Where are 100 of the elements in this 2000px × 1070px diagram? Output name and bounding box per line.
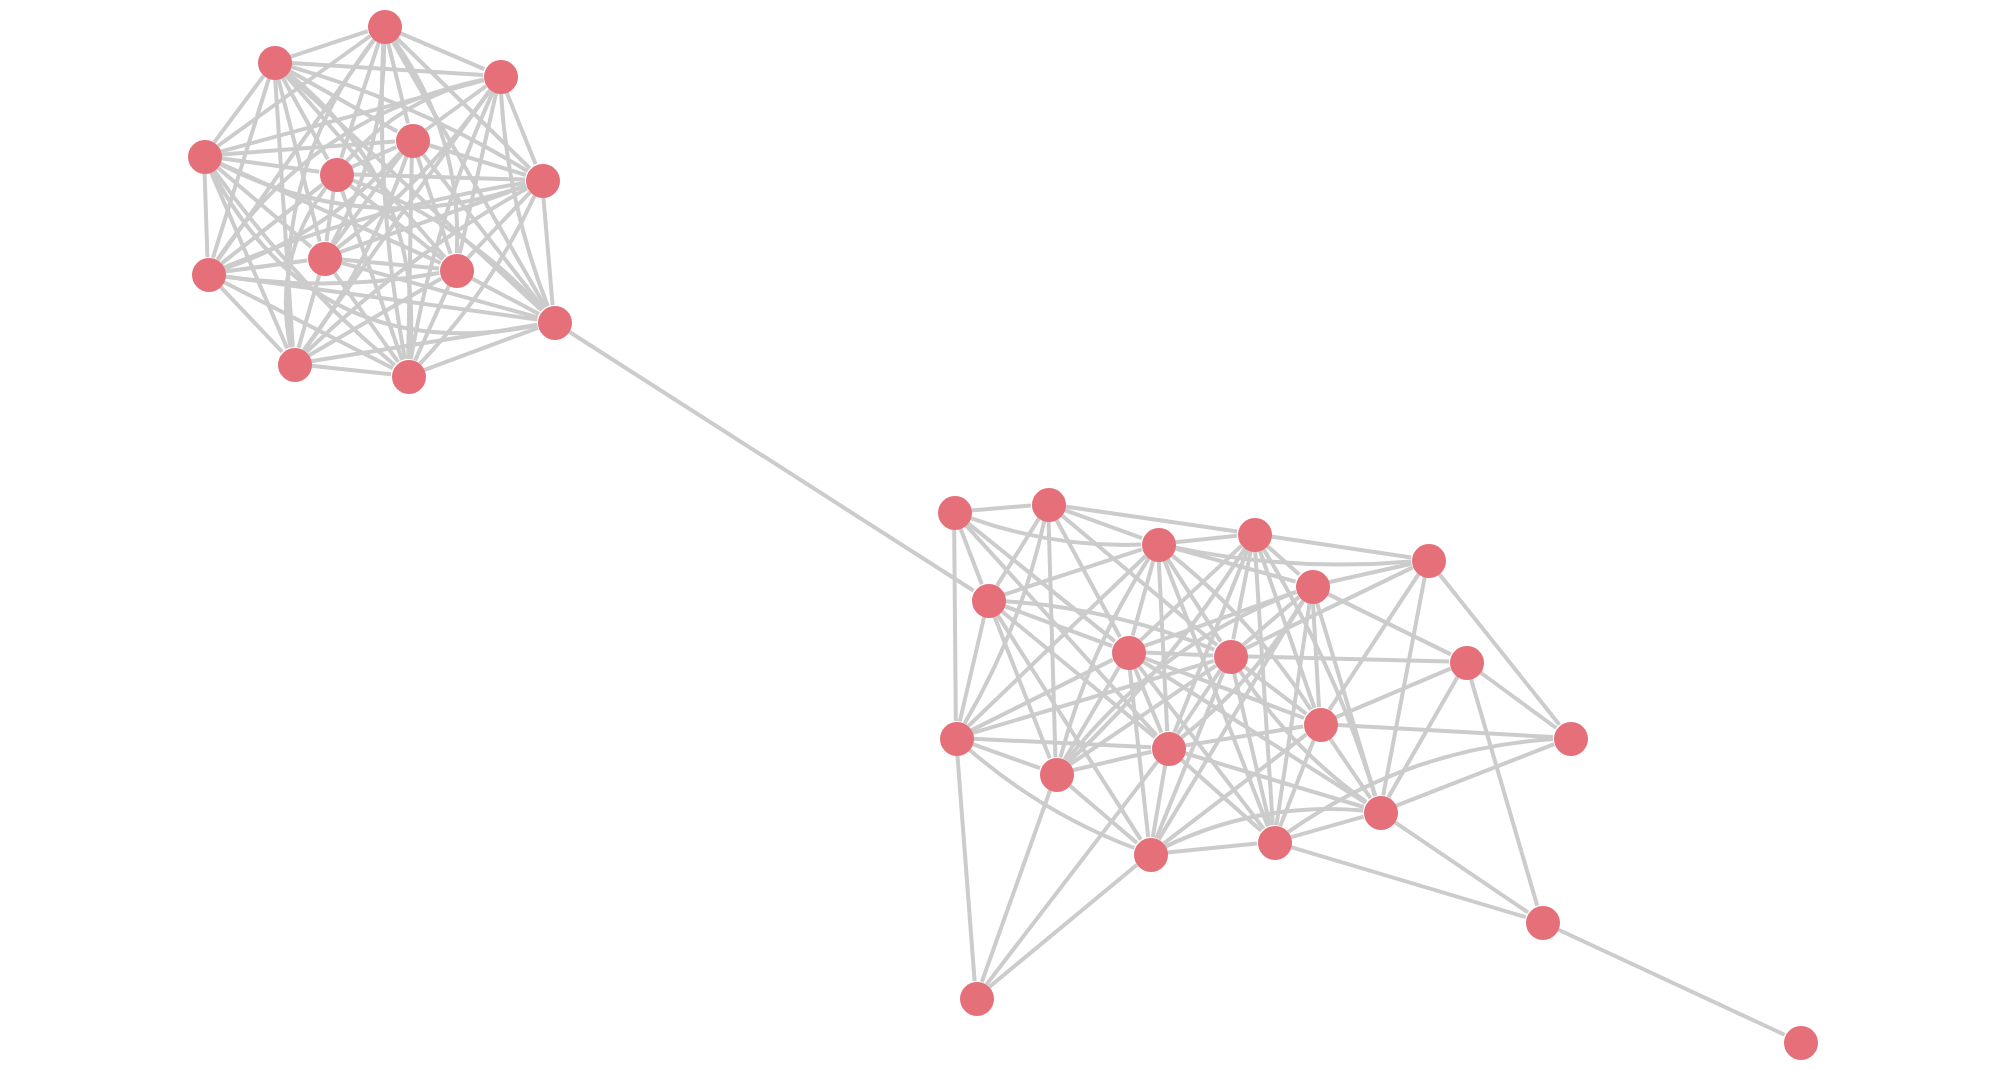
edge-line <box>957 616 987 722</box>
edge-line <box>350 145 398 169</box>
edge-line <box>1157 599 1305 841</box>
edge-line <box>1237 669 1368 804</box>
edge-line <box>212 74 266 144</box>
edge-line <box>963 523 1159 737</box>
node-circle <box>1411 543 1445 577</box>
edge-line <box>1261 547 1377 797</box>
edge-line <box>1179 757 1263 833</box>
edge-line <box>971 658 1215 736</box>
node-circle <box>1363 795 1397 829</box>
edge-line <box>413 284 451 362</box>
edge-line <box>415 155 453 255</box>
edge-line <box>1143 656 1305 720</box>
edge-line <box>979 789 1053 983</box>
edge-line <box>1065 590 1297 762</box>
edge-line <box>1468 677 1540 907</box>
edge-line <box>220 139 396 157</box>
edge-line <box>1386 675 1460 799</box>
edge-line <box>310 363 392 377</box>
edge-line <box>1127 668 1151 838</box>
edge-line <box>302 88 492 352</box>
edge-line <box>330 42 387 245</box>
node-circle <box>537 305 571 339</box>
edge-line <box>995 613 1143 841</box>
edge-line <box>1064 504 1238 534</box>
node-circle <box>1141 527 1175 561</box>
edge-line <box>1143 589 1297 649</box>
edge-line <box>324 190 336 242</box>
edge-line <box>999 609 1157 739</box>
edge-line <box>1063 507 1143 541</box>
edge-line <box>1165 557 1223 643</box>
edge-line <box>466 190 532 260</box>
edge-line <box>1150 764 1168 838</box>
node-circle <box>391 359 425 393</box>
edge-line <box>392 38 460 254</box>
node-circle <box>277 347 311 381</box>
edge-line <box>1257 549 1317 709</box>
edge-line <box>1314 601 1378 797</box>
edge-line <box>992 615 1052 759</box>
edge-line <box>1046 520 1058 758</box>
edge-line <box>1174 533 1238 545</box>
node-circle <box>1213 639 1247 673</box>
edge-line <box>340 257 440 271</box>
edge-line <box>541 196 555 306</box>
edge-line <box>567 329 975 593</box>
edge-line <box>1392 819 1530 915</box>
edge-line <box>216 34 372 148</box>
edge-line <box>386 42 410 124</box>
edge-line <box>995 517 1041 587</box>
edge-line <box>1311 602 1321 708</box>
edge-line <box>962 520 1047 725</box>
edge-line <box>424 84 488 132</box>
node-circle <box>1783 1025 1817 1059</box>
edge-line <box>273 78 295 348</box>
edge-line <box>966 554 1148 728</box>
edge-line <box>1003 604 1113 648</box>
edge-line <box>1072 749 1152 773</box>
edge-line <box>222 280 394 370</box>
edge-line <box>276 77 322 243</box>
edge-line <box>423 325 539 373</box>
edge-line <box>1132 666 1164 734</box>
node-circle <box>959 981 993 1015</box>
edge-line <box>223 180 526 270</box>
node-circle <box>1111 635 1145 669</box>
edge-line <box>339 260 539 320</box>
edge-line <box>408 90 495 360</box>
edge-line <box>208 170 290 350</box>
edge-line <box>224 258 308 274</box>
edge-line <box>971 741 1041 771</box>
edge-line <box>1062 665 1122 761</box>
edge-line <box>339 183 527 255</box>
node-circle <box>367 9 401 43</box>
node-circle <box>939 721 973 755</box>
edge-line <box>219 78 485 154</box>
edge-line <box>1242 664 1308 716</box>
edge-line <box>955 754 977 982</box>
edge-line <box>332 270 400 364</box>
edge-line <box>1289 814 1365 840</box>
edge-line <box>211 77 271 259</box>
edge-line <box>1139 544 1243 642</box>
edge-line <box>965 521 1117 643</box>
edge-line <box>987 863 1139 989</box>
edge-line <box>283 73 447 259</box>
node-circle <box>971 583 1005 617</box>
edge-line <box>420 152 546 310</box>
edge-line <box>1174 545 1412 567</box>
edge-line <box>970 503 1032 513</box>
edge-line <box>1478 670 1558 730</box>
edge-line <box>1172 549 1250 733</box>
edge-line <box>1141 659 1367 805</box>
edge-line <box>1278 739 1316 827</box>
edge-line <box>984 760 1160 986</box>
node-circle <box>1237 517 1271 551</box>
node-circle <box>1553 721 1587 755</box>
edge-line <box>289 29 369 59</box>
edge-line <box>332 152 404 246</box>
edge-line <box>223 151 403 271</box>
edge-line <box>1156 560 1170 732</box>
edge-line <box>970 657 1114 733</box>
